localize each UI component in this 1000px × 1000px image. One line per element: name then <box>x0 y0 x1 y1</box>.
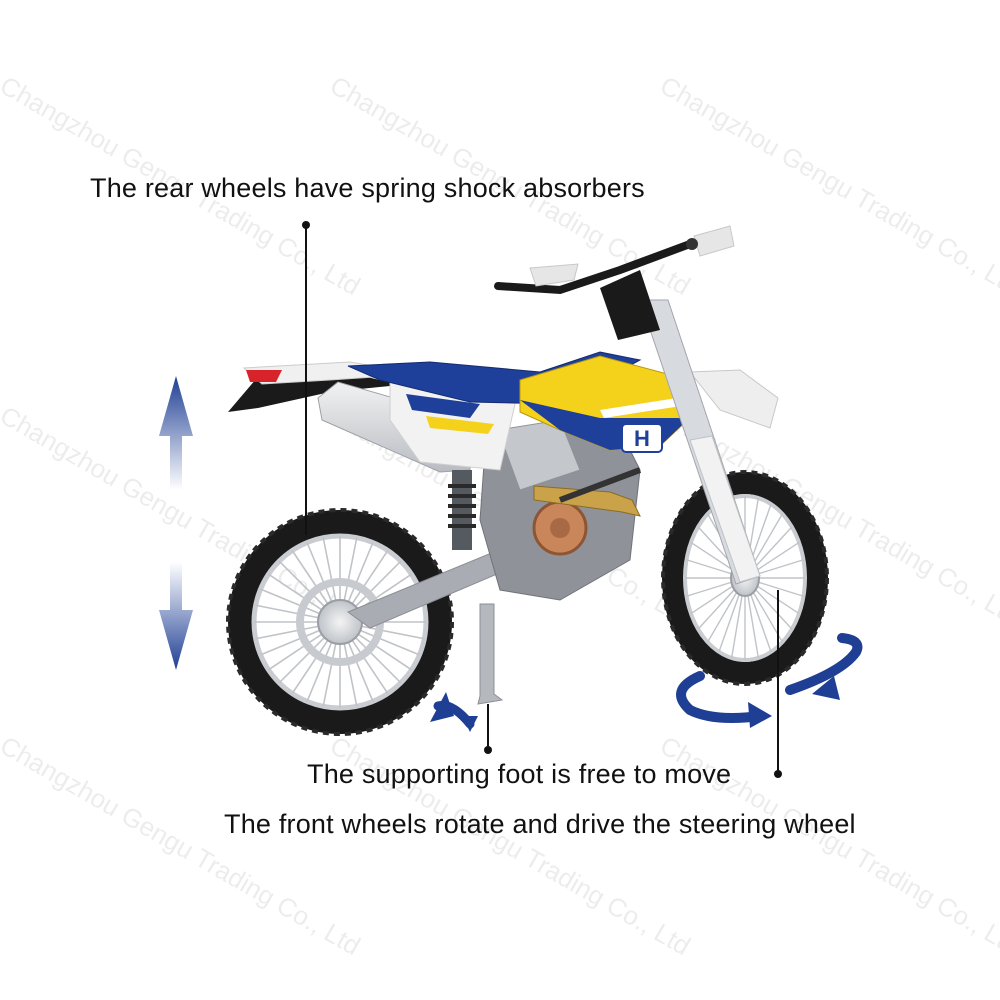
caption-supporting-foot: The supporting foot is free to move <box>307 759 732 789</box>
brand-logo: H <box>634 426 650 451</box>
kickstand <box>477 603 504 705</box>
callout-rear <box>302 221 310 535</box>
fuel-tank-shroud: H <box>519 355 701 453</box>
engine <box>479 419 642 601</box>
rear-wheel <box>226 508 454 736</box>
vertical-double-arrow-icon <box>159 376 193 670</box>
handlebar <box>494 225 735 340</box>
callout-front <box>774 590 782 778</box>
callout-foot <box>484 704 492 754</box>
curved-arrow-icon <box>430 692 478 732</box>
caption-rear-shock: The rear wheels have spring shock absorb… <box>90 173 645 203</box>
rear-shock-absorber <box>448 470 476 550</box>
front-fender <box>688 369 779 429</box>
rotation-arrows-icon <box>676 633 863 728</box>
caption-front-wheel: The front wheels rotate and drive the st… <box>224 809 856 839</box>
front-fork <box>639 299 761 585</box>
